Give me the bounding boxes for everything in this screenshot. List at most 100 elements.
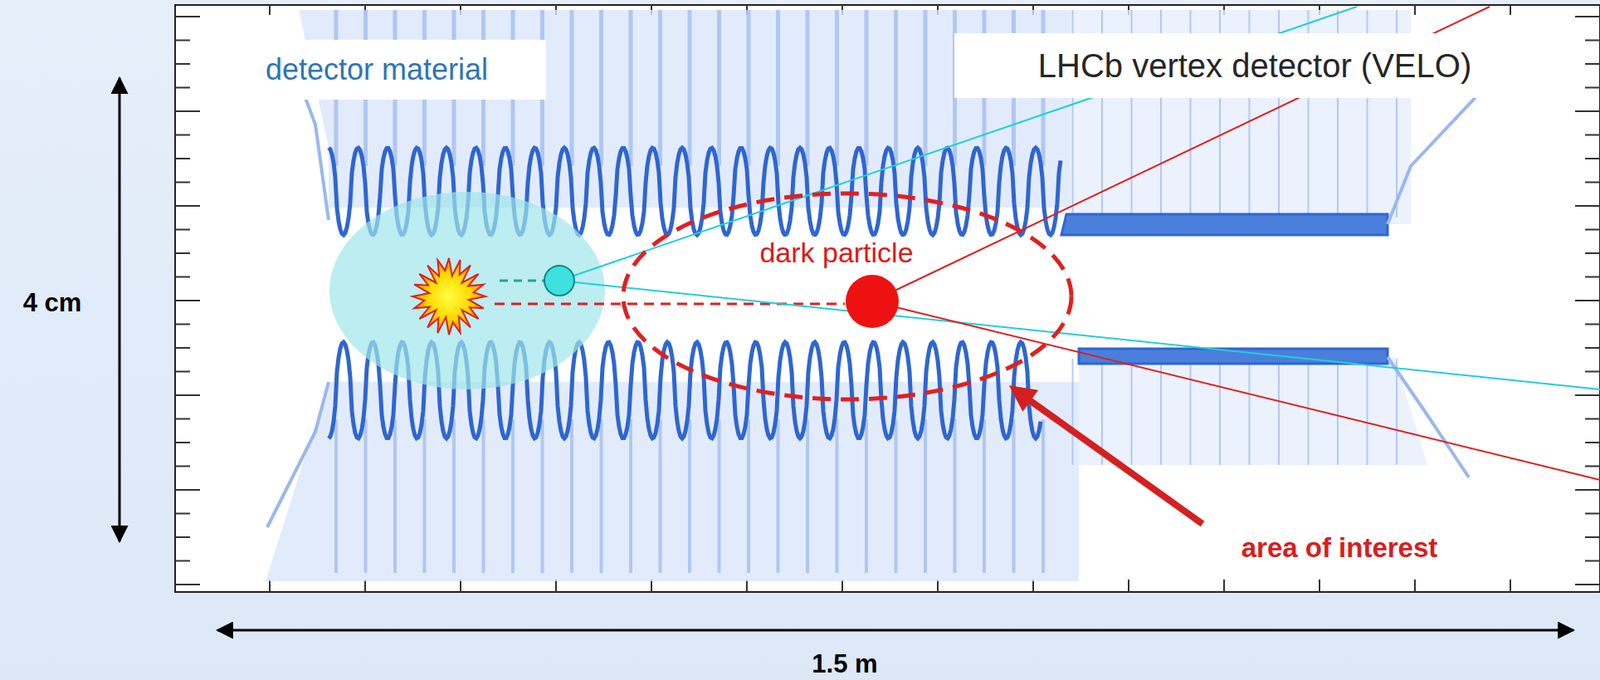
sensor-foil xyxy=(746,9,752,166)
tick xyxy=(936,579,939,592)
tick xyxy=(1575,488,1600,491)
tick xyxy=(1585,323,1600,326)
tick xyxy=(175,63,191,65)
sensor-foil xyxy=(834,9,840,166)
sensor-foil xyxy=(775,9,781,166)
tick xyxy=(1414,579,1416,592)
tick xyxy=(175,465,191,468)
sensor-foil xyxy=(482,419,486,573)
tick xyxy=(175,346,191,349)
sensor-foil xyxy=(541,419,545,573)
tick xyxy=(1585,39,1600,42)
sensor-foil xyxy=(717,9,722,166)
tick xyxy=(1575,583,1600,586)
foil-band xyxy=(1061,214,1388,235)
tick xyxy=(1585,441,1600,444)
tick xyxy=(175,39,191,42)
tick xyxy=(1127,579,1130,592)
tick xyxy=(175,276,191,279)
collision-burst xyxy=(412,258,486,335)
tick xyxy=(175,488,200,491)
sensor-foil xyxy=(953,419,957,573)
sensor-foil xyxy=(717,419,722,573)
material-label: detector material xyxy=(265,52,488,88)
tick xyxy=(1585,252,1600,254)
tick xyxy=(175,252,191,254)
tick xyxy=(1585,134,1600,137)
tick xyxy=(175,394,200,396)
tick xyxy=(175,229,191,231)
ellipse-outline xyxy=(620,190,1074,402)
tick xyxy=(175,299,200,302)
collision-burst xyxy=(412,258,486,335)
tick xyxy=(1414,4,1416,15)
tick xyxy=(459,579,462,592)
sensor-foil xyxy=(423,419,427,573)
region-label: dark particle xyxy=(756,236,916,269)
sensor-foil xyxy=(894,419,898,573)
callout-label: area of interest xyxy=(1241,531,1439,564)
sensor-foil xyxy=(893,9,898,166)
sensor-foil xyxy=(599,9,604,166)
tick xyxy=(175,370,191,373)
tick xyxy=(175,512,191,515)
particle-track xyxy=(559,280,1600,390)
tick xyxy=(364,579,366,592)
sensor-foil xyxy=(805,9,810,166)
tick xyxy=(1585,370,1600,373)
tick xyxy=(1585,418,1600,420)
dimension-label: 1.5 m xyxy=(811,648,878,679)
sensor-foil xyxy=(364,419,368,573)
tick xyxy=(650,579,653,592)
sensor-foil xyxy=(1041,419,1045,573)
tick xyxy=(175,134,191,137)
sensor-foil xyxy=(923,9,928,166)
sensor-foil xyxy=(687,9,693,166)
sensor-foil xyxy=(511,419,515,573)
dashed-track xyxy=(499,279,548,283)
tick xyxy=(746,579,748,592)
leader-arrow xyxy=(1013,388,1203,524)
sensor-foil xyxy=(1190,358,1192,465)
tick xyxy=(175,181,191,184)
material-label: detector material xyxy=(265,52,488,88)
sensor-foil xyxy=(452,419,456,573)
sensor-foil xyxy=(570,9,575,166)
tick xyxy=(1585,346,1600,349)
tick xyxy=(175,418,191,420)
tick xyxy=(1032,579,1035,592)
tick xyxy=(1509,4,1512,15)
tick-marks xyxy=(175,4,1600,592)
sensor-foil xyxy=(864,9,869,166)
tick xyxy=(268,579,271,592)
tick xyxy=(268,4,271,15)
tick xyxy=(1509,579,1512,592)
sensor-foil xyxy=(570,419,574,573)
tick xyxy=(175,15,200,18)
tick xyxy=(841,579,844,592)
tick xyxy=(175,536,191,538)
material-haze xyxy=(265,381,1079,581)
sensor-foil xyxy=(1307,358,1310,465)
dimension-arrow xyxy=(217,629,1574,632)
tick xyxy=(1585,560,1600,562)
label-ground xyxy=(954,33,1562,98)
tick xyxy=(1575,394,1600,396)
sensor-foil xyxy=(1131,358,1133,465)
sensor-foil xyxy=(334,419,338,573)
sensor-foil xyxy=(1072,358,1074,465)
sensor-foil xyxy=(1248,358,1251,465)
material-haze xyxy=(1078,356,1428,465)
tick xyxy=(175,157,191,160)
detector-title: LHCb vertex detector (VELO) xyxy=(1038,47,1472,85)
tick xyxy=(1585,157,1600,160)
sensor-foil xyxy=(805,419,810,573)
tick xyxy=(1575,15,1600,18)
sensor-foil xyxy=(658,9,663,166)
dimension-label: 1.5 m xyxy=(811,648,878,679)
tick xyxy=(175,323,191,326)
tick xyxy=(175,204,200,207)
foil-edge xyxy=(1387,95,1478,225)
